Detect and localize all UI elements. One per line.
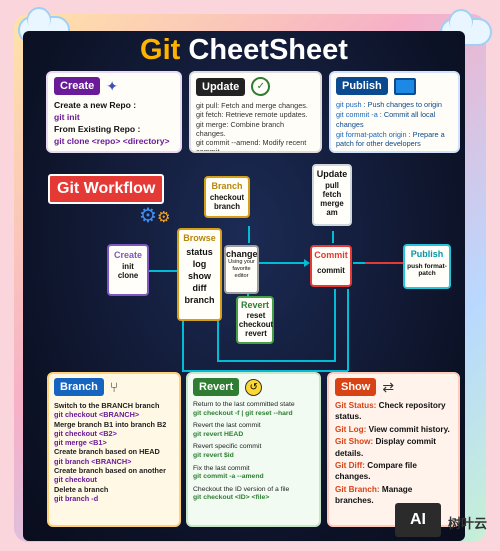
text-line: Checkout the ID version of a file (193, 485, 290, 493)
text-line: Revert specific commit (193, 443, 262, 451)
text-line: Delete a branch (54, 484, 109, 494)
text-line: git fetch: Retrieve remote updates. (196, 110, 308, 120)
text-line: git commit -a : Commit all local changes (336, 110, 453, 129)
workflow-create: Create init clone (107, 244, 149, 296)
description: Compare file changes. (335, 461, 417, 482)
revert-card: Revert ↺ Return to the last committed st… (186, 372, 321, 527)
description: : Prepare a patch for other developers (336, 129, 445, 149)
text-line: git branch <BRANCH> (54, 456, 132, 466)
text-line: git checkout <BRANCH> (54, 410, 140, 420)
update-header: Update (196, 77, 246, 96)
workflow-publish: Publish push format-patch (403, 244, 451, 289)
update-content: git pull: Fetch and merge changes.git fe… (196, 101, 315, 153)
text-line: git init (54, 112, 80, 122)
text-line: git checkout (54, 475, 97, 485)
command: git format-patch origin (336, 129, 407, 139)
text-line: git merge: Combine branch changes. (196, 119, 285, 138)
text-line: Fix the last commit (193, 464, 250, 472)
show-content: Git Status: Check repository status.Git … (335, 400, 452, 507)
gears-icon: ⚙⚙ (139, 205, 171, 227)
text-line: Revert the last commit (193, 422, 261, 430)
workflow-branch: Branch checkout branch (204, 176, 250, 218)
revert-header: Revert (193, 378, 240, 396)
text-line: Return to the last committed state (193, 401, 295, 408)
text-line: Git Branch: Manage branches. (335, 484, 452, 507)
text-line: git clone <repo> <directory> (54, 136, 170, 146)
workflow-update: Update pull fetch merge am (312, 164, 352, 226)
text-line: Create branch based on HEAD (54, 447, 160, 457)
command: Git Diff: (335, 461, 366, 471)
text-line: Git Status: Check repository status. (335, 400, 452, 423)
workflow-browse: Browse status log show diff branch (177, 228, 222, 321)
text-line: git checkout -f | git reset --hard (193, 409, 293, 417)
page-title: Git CheetSheet (140, 34, 348, 66)
text-line: Create branch based on another (54, 466, 166, 476)
text-line: Merge branch B1 into branch B2 (54, 419, 167, 429)
refresh-check-icon: ✓ (251, 77, 271, 96)
publish-card: Publish git push : Push changes to origi… (329, 71, 460, 153)
text-line: git revert HEAD (193, 430, 244, 438)
text-line: git checkout <B2> (54, 428, 117, 438)
text-line: git checkout <ID> <file> (193, 494, 270, 502)
text-line: git push : Push changes to origin (336, 100, 453, 109)
command: git push (336, 100, 362, 109)
branch-header: Branch (54, 378, 104, 396)
show-header: Show (335, 378, 377, 396)
cheatsheet-board: Git CheetSheet Create ✦ Create a new Rep… (23, 31, 465, 541)
text-line: git merge <B1> (54, 438, 107, 448)
command: Git Log: (335, 424, 367, 434)
command: Git Branch: (335, 484, 380, 494)
command: Git Status: (335, 401, 377, 410)
publish-header: Publish (336, 77, 388, 95)
text-line: git revert $id (193, 451, 234, 459)
description: : Push changes to origin (361, 100, 442, 109)
text-line: git commit --amend: Modify recent commit… (196, 138, 307, 153)
description: Check repository status. (335, 401, 446, 422)
text-line: Create a new Repo : (54, 100, 137, 110)
description: : Commit all local changes (336, 110, 436, 129)
description: View commit history. (366, 424, 450, 434)
command: git commit -a (336, 110, 378, 120)
text-line: Switch to the BRANCH branch (54, 401, 160, 410)
description: Manage branches. (335, 484, 413, 506)
text-line: git pull: Fetch and merge changes. (196, 101, 308, 110)
undo-icon: ↺ (245, 378, 263, 396)
text-line: From Existing Repo : (54, 124, 141, 134)
description: Display commit details. (335, 437, 436, 458)
watermark-logo: AI (395, 503, 441, 537)
workflow-commit: Commit commit (310, 245, 352, 287)
watermark-text: 树叶云 (448, 516, 488, 531)
text-line: Git Diff: Compare file changes. (335, 460, 452, 483)
create-header: Create (54, 77, 101, 95)
update-card: Update ✓ git pull: Fetch and merge chang… (189, 71, 322, 153)
git-branch-icon: ⑂ (109, 379, 119, 395)
workflow-header: Git Workflow (48, 174, 165, 204)
workflow-change: change Using your favorite editor (224, 245, 259, 294)
text-line: Git Show: Display commit details. (335, 436, 452, 459)
text-line: Git Log: View commit history. (335, 424, 452, 435)
text-line: git commit -a --amend (193, 473, 264, 481)
text-line: git branch -d (54, 493, 99, 503)
show-card: Show ⇄ Git Status: Check repository stat… (327, 372, 460, 527)
text-line: git format-patch origin : Prepare a patc… (336, 130, 453, 149)
workflow-revert: Revert reset checkout revert (236, 296, 274, 344)
branch-icon: ✦ (106, 77, 118, 94)
computer-icon (393, 77, 416, 95)
command: Git Show: (335, 437, 374, 447)
sync-icon: ⇄ (382, 378, 395, 395)
